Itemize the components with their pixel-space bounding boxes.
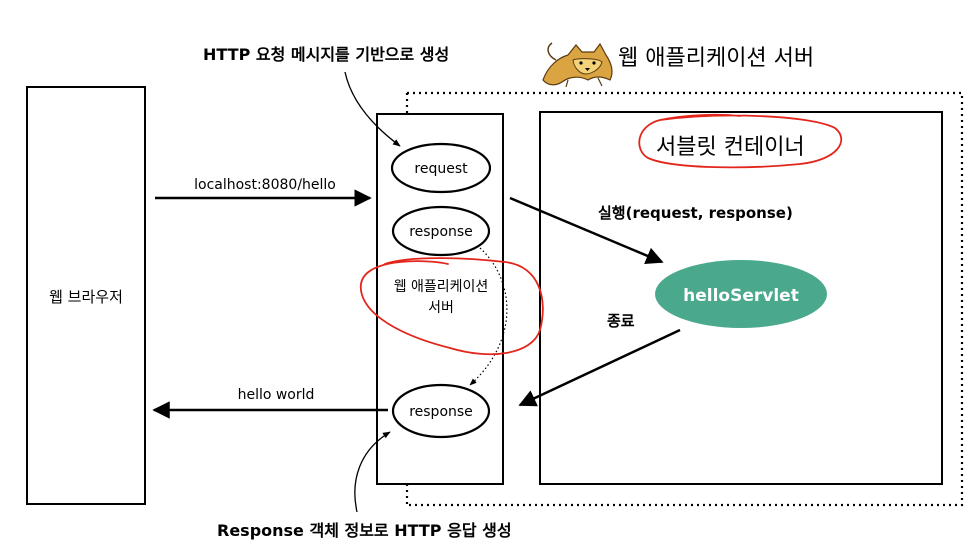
response-text: hello world [238,387,315,403]
top-annotation: HTTP 요청 메시지를 기반으로 생성 [203,45,449,64]
hello-servlet [655,260,827,328]
browser-label: 웹 브라우저 [49,288,123,306]
execute-arrow [509,196,664,264]
response-object-bottom [391,383,491,439]
response-object-top [391,205,491,257]
hello-servlet-label: helloServlet [683,286,799,306]
tomcat-cat-icon [542,42,613,88]
response-object-bottom-label: response [409,404,473,420]
execute-label: 실행(request, response) [598,204,793,222]
browser-box [26,86,146,505]
bottom-annotation-arrow [354,431,391,513]
end-label: 종료 [607,312,635,330]
middle-label-line1: 웹 애플리케이션 [394,279,489,295]
bottom-annotation: Response 객체 정보로 HTTP 응답 생성 [217,521,512,540]
web-app-server-boundary [407,91,964,507]
response-object-top-label: response [409,224,473,240]
servlet-container-highlight [638,113,842,169]
web-app-server-title: 웹 애플리케이션 서버 [618,46,814,71]
top-annotation-arrow [344,71,401,147]
end-arrow [518,328,681,407]
middle-label-line2: 서버 [428,300,454,316]
request-object [390,142,492,194]
request-object-label: request [414,161,468,177]
servlet-container-box [539,111,943,485]
request-url: localhost:8080/hello [194,177,336,193]
servlet-container-label: 서블릿 컨테이너 [656,135,805,160]
middle-label-highlight [359,257,544,356]
